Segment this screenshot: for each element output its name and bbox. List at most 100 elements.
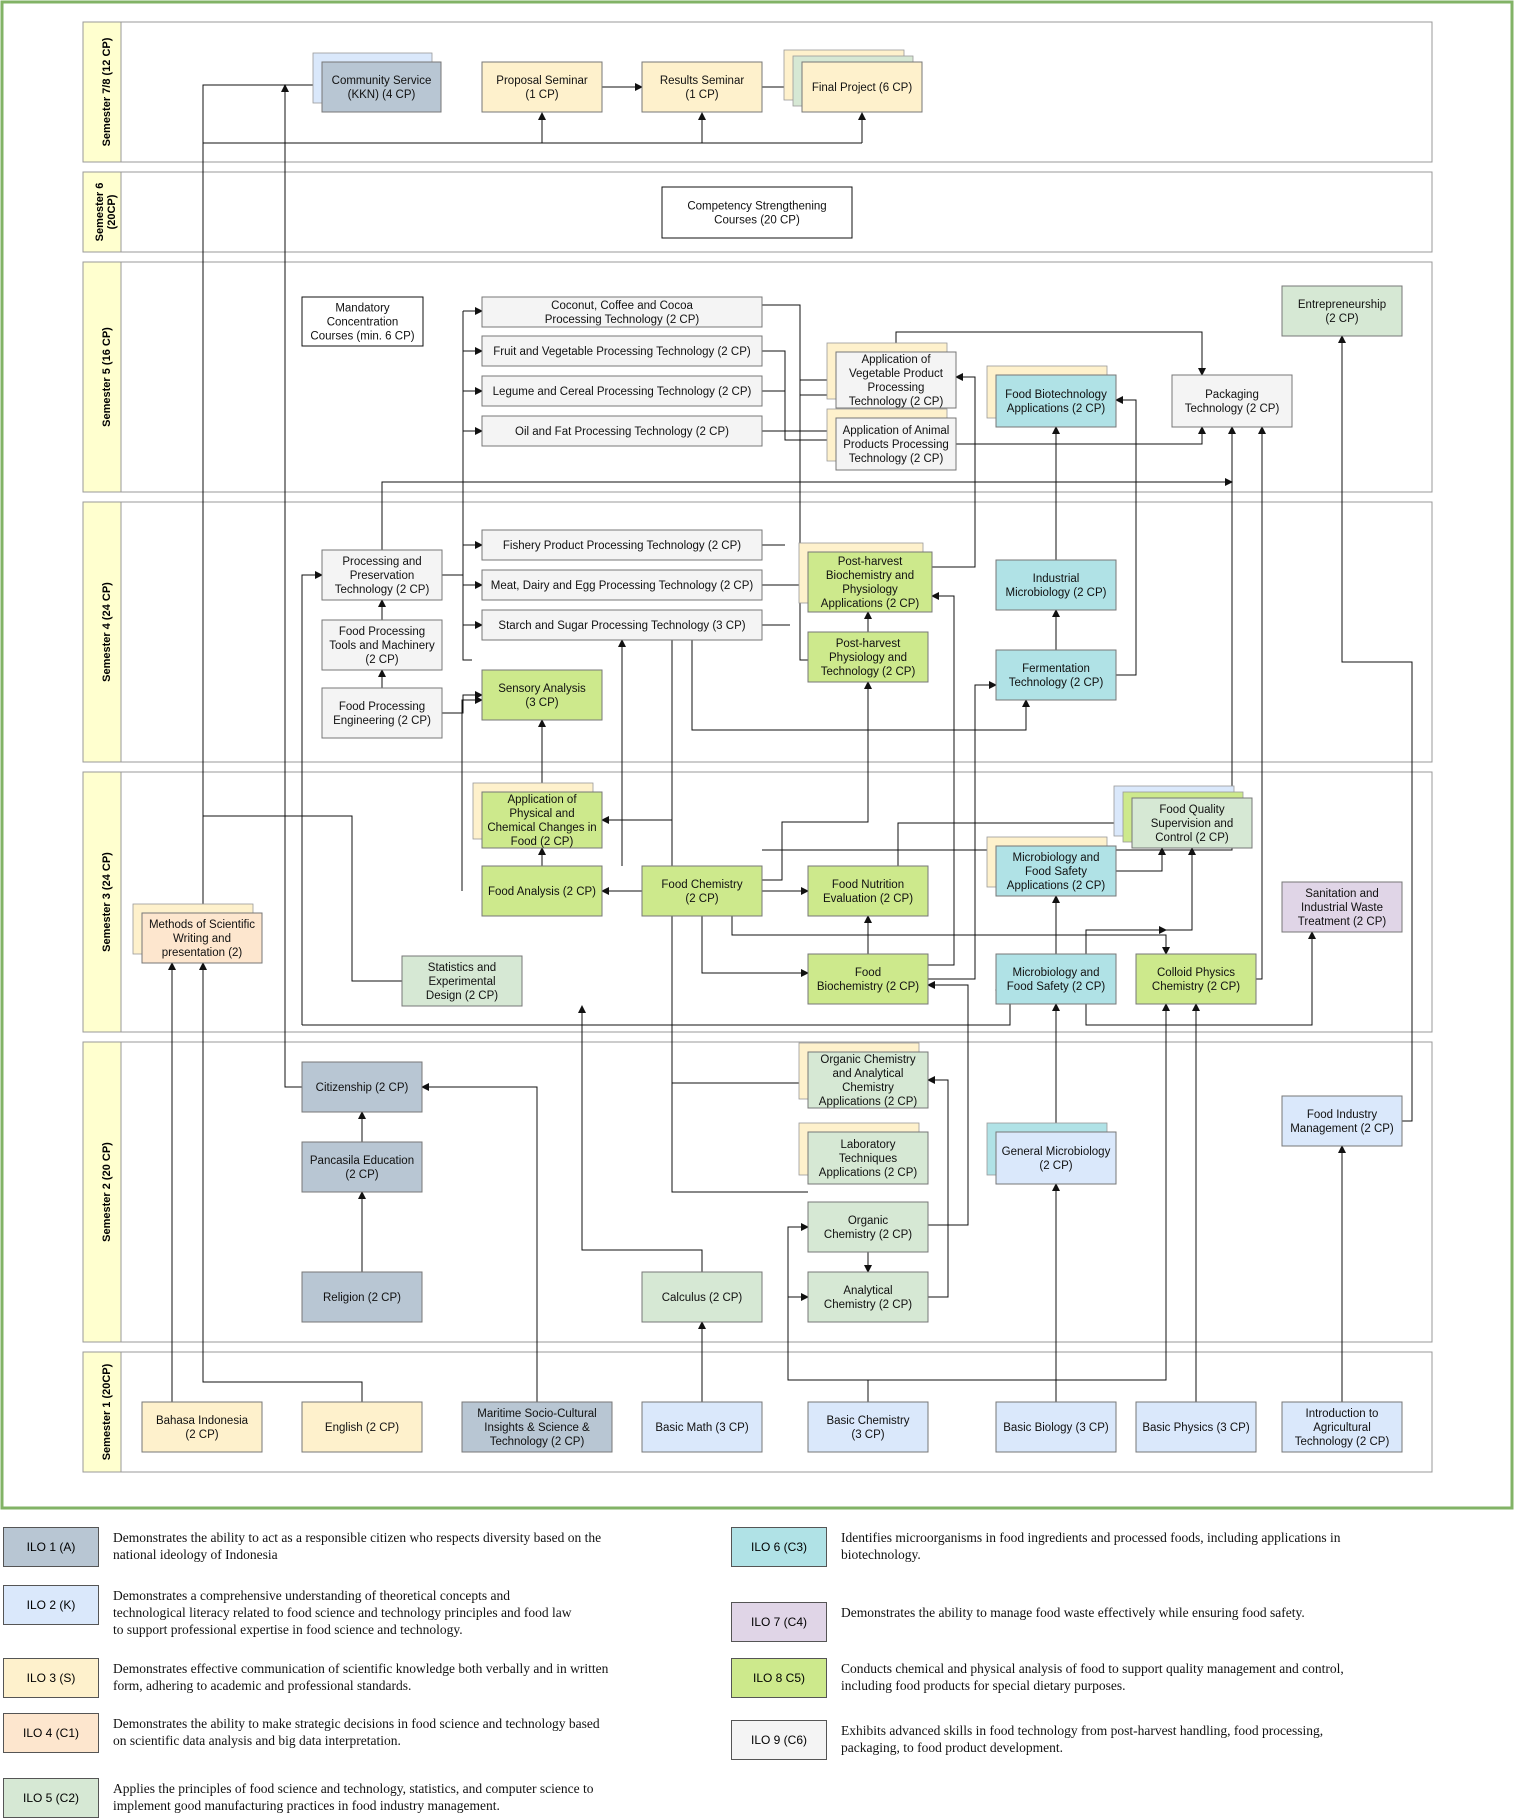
course-box — [995, 1401, 1117, 1453]
course-box — [835, 351, 957, 409]
course-box — [807, 1401, 929, 1453]
edge-appveg-pack — [895, 331, 1206, 376]
legend-line: Demonstrates the ability to act as a res… — [113, 1530, 602, 1545]
semester-label-cell — [82, 171, 122, 253]
course-label: Basic Biology (3 CP) — [1003, 1422, 1109, 1434]
legend-item-ilo3: ILO 3 (S)Demonstrates effective communic… — [3, 1658, 608, 1698]
course-kkn[interactable]: Community Service(KKN) (4 CP) — [312, 52, 442, 113]
course-box — [1281, 881, 1403, 933]
legend-swatch: ILO 4 (C1) — [3, 1713, 99, 1753]
course-fishery[interactable]: Fishery Product Processing Technology (2… — [481, 529, 763, 561]
course-religion[interactable]: Religion (2 CP) — [301, 1271, 423, 1323]
edge-app-quality — [1116, 847, 1166, 872]
legend-item-ilo1: ILO 1 (A)Demonstrates the ability to act… — [3, 1527, 601, 1567]
course-starch[interactable]: Starch and Sugar Processing Technology (… — [481, 609, 763, 641]
course-foodanalysis[interactable]: Food Analysis (2 CP) — [481, 865, 603, 917]
semester-label: Semester 2 (20 CP) — [101, 1142, 113, 1242]
edge-appanimal-pack — [956, 426, 1206, 445]
course-box — [995, 374, 1117, 428]
course-calculus[interactable]: Calculus (2 CP) — [641, 1271, 763, 1323]
ilo-legend: ILO 1 (A)Demonstrates the ability to act… — [0, 1510, 1514, 1818]
course-basicbio[interactable]: Basic Biology (3 CP) — [995, 1401, 1117, 1453]
curriculum-diagram: Semester 7/8 (12 CP)Semester 6(20CP)Seme… — [0, 0, 1514, 1510]
semester-label-cell — [82, 1041, 122, 1343]
course-final[interactable]: Final Project (6 CP) — [783, 49, 923, 113]
semester-label: Semester 3 (24 CP) — [101, 852, 113, 952]
course-bahasa[interactable]: Bahasa Indonesia(2 CP) — [141, 1401, 263, 1453]
legend-item-ilo8: ILO 8 C5)Conducts chemical and physical … — [731, 1658, 1344, 1698]
edge-anal-orgapp — [927, 1076, 949, 1298]
course-basicmath[interactable]: Basic Math (3 CP) — [641, 1401, 763, 1453]
course-box — [995, 649, 1117, 701]
legend-swatch: ILO 9 (C6) — [731, 1720, 827, 1760]
legend-line: on scientific data analysis and big data… — [113, 1733, 401, 1748]
course-box — [641, 1401, 763, 1453]
course-box — [301, 1141, 423, 1193]
legend-swatch: ILO 3 (S) — [3, 1658, 99, 1698]
course-sensory[interactable]: Sensory Analysis(3 CP) — [481, 669, 603, 721]
course-genmicro[interactable]: General Microbiology(2 CP) — [986, 1122, 1117, 1185]
legend-description: Identifies microorganisms in food ingred… — [841, 1529, 1341, 1563]
course-english[interactable]: English (2 CP) — [301, 1401, 423, 1453]
course-box — [807, 1201, 929, 1253]
course-basicchem[interactable]: Basic Chemistry(3 CP) — [807, 1401, 929, 1453]
course-basicphys[interactable]: Basic Physics (3 CP) — [1135, 1401, 1257, 1453]
course-legume[interactable]: Legume and Cereal Processing Technology … — [481, 375, 763, 407]
course-label: Sensory Analysis(3 CP) — [498, 683, 586, 709]
edge-colloid-pack — [1256, 426, 1266, 980]
course-results[interactable]: Results Seminar(1 CP) — [641, 61, 763, 113]
legend-swatch: ILO 6 (C3) — [731, 1527, 827, 1567]
course-proposal[interactable]: Proposal Seminar(1 CP) — [481, 61, 603, 113]
course-pancasila[interactable]: Pancasila Education(2 CP) — [301, 1141, 423, 1193]
course-box — [481, 61, 603, 113]
course-meat[interactable]: Meat, Dairy and Egg Processing Technolog… — [481, 569, 763, 601]
course-fruit[interactable]: Fruit and Vegetable Processing Technolog… — [481, 335, 763, 367]
course-foodchem[interactable]: Food Chemistry(2 CP) — [641, 865, 763, 917]
course-entrepreneurship[interactable]: Entrepreneurship(2 CP) — [1281, 285, 1403, 337]
course-citizenship[interactable]: Citizenship (2 CP) — [301, 1061, 423, 1113]
course-oil[interactable]: Oil and Fat Processing Technology (2 CP) — [481, 415, 763, 447]
semester-label-cell — [82, 21, 122, 163]
edge-fruit-r — [762, 350, 837, 444]
